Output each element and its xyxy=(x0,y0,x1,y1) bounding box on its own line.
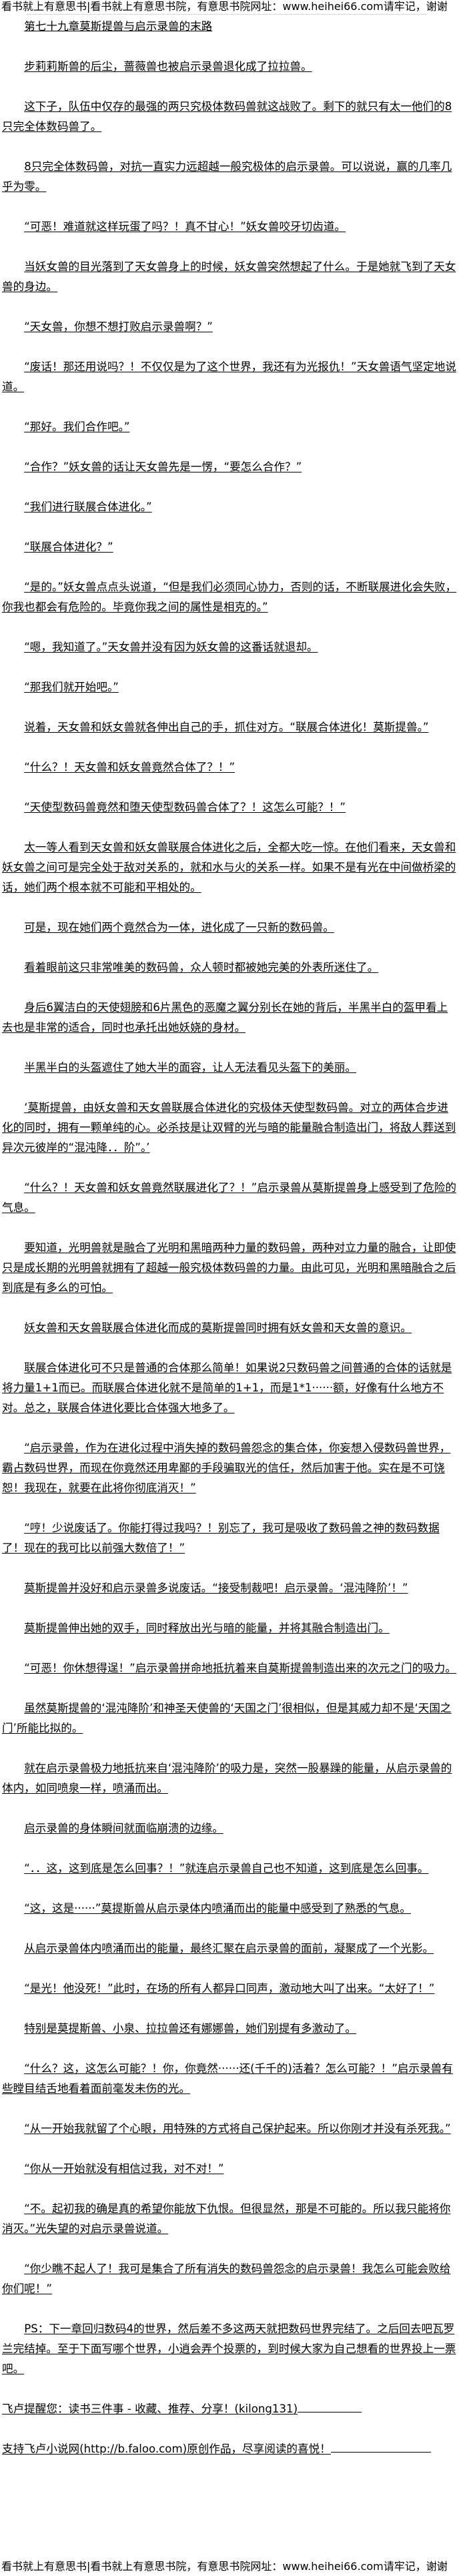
paragraph: “什么？！天女兽和妖女兽竟然联展进化了？！”启示录兽从莫斯提兽身上感受到了危险的… xyxy=(2,1181,456,1214)
reminder-line: 飞卢提醒您：读书三件事 - 收藏、推荐、分享！(kilong131) xyxy=(2,2399,458,2419)
footer-banner: 看书就上有意思书|看书就上有意思书院，有意思书院网址：www.heihei66.… xyxy=(1,2560,448,2573)
paragraph: 看着眼前这只非常唯美的数码兽，众人顿时都被她完美的外表所迷住了。 xyxy=(24,961,379,974)
paragraph: “什么？这，这怎么可能？！你，你竟然······还(千千的)活着？怎么可能？！”… xyxy=(2,2062,453,2095)
paragraph: 虽然莫斯提兽的‘混沌降阶’和神圣天使兽的‘天国之门’很相似，但是其威力却不是‘天… xyxy=(2,1702,452,1734)
paragraph: “嗯，我知道了。”天女兽并没有因为妖女兽的这番话就退却。 xyxy=(24,641,318,653)
paragraph: 特别是莫提斯兽、小泉、拉拉兽还有娜娜兽，她们别提有多激动了。 xyxy=(24,2022,356,2035)
paragraph: “．．这，这到底是怎么回事？！”就连启示录兽自己也不知道，这到底是怎么回事。 xyxy=(24,1862,429,1875)
paragraph: “什么？！天女兽和妖女兽竟然合体了？！” xyxy=(24,761,236,773)
support-text: 支持飞卢小说网(http://b.faloo.com)原创作品，尽享阅读的喜悦！ xyxy=(2,2443,331,2455)
paragraph: “我们进行联展合体进化。” xyxy=(24,501,152,513)
paragraph: “你少瞧不起人了！我可是集合了所有消失的数码兽怨念的启示录兽！我怎么可能会败给你… xyxy=(2,2262,451,2295)
site-banner: 看书就上有意思书|看书就上有意思书院，有意思书院网址：www.heihei66.… xyxy=(1,0,448,13)
paragraph: 当妖女兽的目光落到了天女兽身上的时候，妖女兽突然想起了什么。于是她就飞到了天女兽… xyxy=(2,260,456,293)
paragraph: “那我们就开始吧。” xyxy=(24,681,119,693)
paragraph: “可恶！你休想得逞！”启示录兽拼命地抵抗着来自莫斯提兽制造出来的次元之门的吸力。 xyxy=(24,1662,456,1674)
paragraph: “启示录兽，作为在进化过程中消失掉的数码兽怨念的集合体，你妄想入侵数码兽世界，霸… xyxy=(2,1441,451,1494)
paragraph: “那好。我们合作吧。” xyxy=(24,420,130,433)
paragraph: 妖女兽和天女兽联展合体进化而成的莫斯提兽同时拥有妖女兽和天女兽的意识。 xyxy=(24,1321,412,1334)
paragraph: “可恶！难道就这样玩蛋了吗？！真不甘心！”妖女兽咬牙切齿道。 xyxy=(24,220,346,233)
paragraph: 说着，天女兽和妖女兽就各伸出自己的手，抓住对方。“联展合体进化！莫斯提兽。” xyxy=(24,721,429,733)
support-line: 支持飞卢小说网(http://b.faloo.com)原创作品，尽享阅读的喜悦！ xyxy=(2,2439,458,2459)
paragraph: “你从一开始就没有相信过我，对不对！” xyxy=(24,2162,224,2175)
paragraph: 联展合体进化可不只是普通的合体那么简单！如果说2只数码兽之间普通的合体的话就是将… xyxy=(2,1361,452,1414)
paragraph: ‘莫斯提兽，由妖女兽和天女兽联展合体进化的究极体天使型数码兽。对立的两体合步进化… xyxy=(2,1101,456,1154)
paragraph: “从一开始我就留了个心眼，用特殊的方式将自己保护起来。所以你刚才并没有杀死我。” xyxy=(24,2122,451,2135)
paragraph: “这，这是······”莫提斯兽从启示录体内喷涌而出的能量中感受到了熟悉的气息。 xyxy=(24,1902,412,1915)
paragraph: 这下子，队伍中仅存的最强的两只究极体数码兽就这战败了。剩下的就只有太一他们的8只… xyxy=(2,100,452,133)
author-note: PS：下一章回归数码4的世界，然后差不多这两天就把数码世界完结了。之后回去吧瓦罗… xyxy=(2,2322,456,2375)
paragraph: 步莉莉斯兽的后尘，蔷薇兽也被启示录兽退化成了拉拉兽。 xyxy=(24,60,312,73)
paragraph: “天使型数码兽竟然和堕天使型数码兽合体了？！这怎么可能？！” xyxy=(24,801,346,814)
paragraph: 莫斯提兽并没好和启示录兽多说废话。“接受制裁吧！启示录兽。‘混沌降阶’！” xyxy=(24,1582,408,1594)
paragraph: “废话！那还用说吗？！不仅仅是为了这个世界，我还有为光报仇！”天女兽语气坚定地说… xyxy=(2,360,456,393)
paragraph: 半黑半白的头盔遮住了她大半的面容，让人无法看见头盔下的美丽。 xyxy=(24,1061,356,1074)
paragraph: “天女兽，你想不想打败启示录兽啊？” xyxy=(24,320,213,333)
paragraph: 就在启示录兽极力地抵抗来自‘混沌降阶’的吸力是，突然一股暴躁的能量，从启示录兽的… xyxy=(2,1762,452,1795)
paragraph: 太一等人看到天女兽和妖女兽联展合体进化之后，全都大吃一惊。在他们看来，天女兽和妖… xyxy=(2,841,456,894)
chapter-content: 第七十九章莫斯提兽与启示录兽的末路 步莉莉斯兽的后尘，蔷薇兽也被启示录兽退化成了… xyxy=(2,17,458,2459)
paragraph: “是的。”妖女兽点点头说道，“但是我们必须同心协力，否则的话，不断联展进化会失败… xyxy=(2,581,457,613)
paragraph: “合作？”妖女兽的话让天女兽先是一愣，“要怎么合作？” xyxy=(24,460,302,473)
banner-divider xyxy=(27,14,427,15)
chapter-title: 第七十九章莫斯提兽与启示录兽的末路 xyxy=(24,20,213,33)
paragraph: “不。起初我的确是真的希望你能放下仇恨。但很显然，那是不可能的。所以我只能将你消… xyxy=(2,2202,451,2235)
paragraph: 要知道，光明兽就是融合了光明和黑暗两种力量的数码兽，两种对立力量的融合，让即使只… xyxy=(2,1241,456,1294)
paragraph: 可是，现在她们两个竟然合为一体，进化成了一只新的数码兽。 xyxy=(24,921,334,934)
paragraph: 启示录兽的身体瞬间就面临崩溃的边缘。 xyxy=(24,1822,223,1835)
paragraph: “联展合体进化？” xyxy=(24,541,113,553)
underline-tail xyxy=(298,2411,362,2412)
paragraph: “哼！少说废话了。你能打得过我吗？！别忘了，我可是吸收了数码兽之神的数码数据了！… xyxy=(2,1522,440,1554)
paragraph: 8只完全体数码兽，对抗一直实力远超越一般究极体的启示录兽。可以说说，赢的几率几乎… xyxy=(2,160,452,193)
paragraph: “是光！他没死！”此时，在场的所有人都异口同声，激动地大叫了出来。“太好了！” xyxy=(24,1982,435,1995)
reminder-text: 飞卢提醒您：读书三件事 - 收藏、推荐、分享！(kilong131) xyxy=(2,2402,298,2415)
paragraph: 身后6翼洁白的天使翅膀和6片黑色的恶魔之翼分别长在她的背后，半黑半白的盔甲看上去… xyxy=(2,1001,448,1034)
paragraph: 从启示录兽体内喷涌而出的能量，最终汇聚在启示录兽的面前，凝聚成了一个光影。 xyxy=(24,1942,434,1955)
underline-tail xyxy=(330,2451,431,2453)
paragraph: 莫斯提兽伸出她的双手，同时释放出光与暗的能量，并将其融合制造出门。 xyxy=(24,1622,390,1634)
